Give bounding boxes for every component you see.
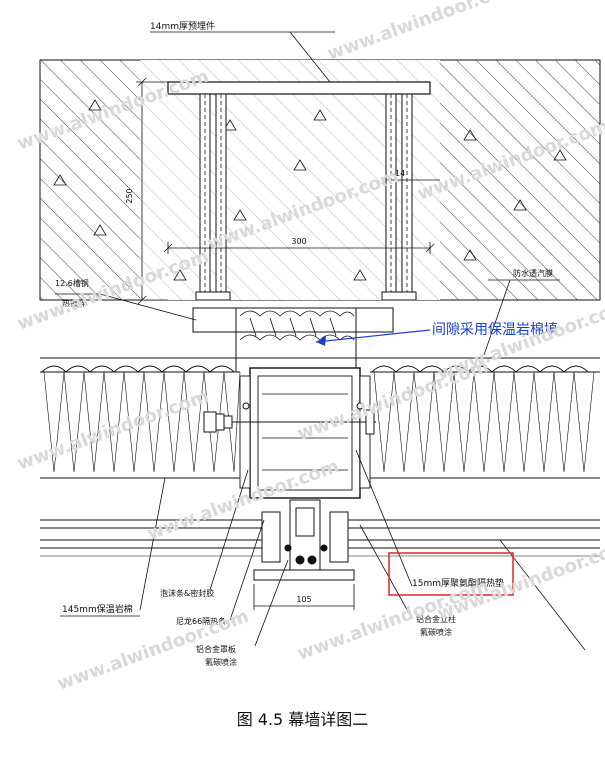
dimension-250 xyxy=(136,77,168,305)
figure-caption: 图 4.5 幕墙详图二 xyxy=(236,710,369,729)
through-bolt xyxy=(203,402,376,435)
channel-steel-bracket xyxy=(192,307,394,372)
dim-300-text: 300 xyxy=(291,237,306,246)
label-channel-2: 热镀锌 xyxy=(62,298,86,308)
label-nylon-strip: 尼龙66隔热条 xyxy=(176,616,226,626)
aluminium-mullion xyxy=(239,367,371,499)
curtain-wall-detail-drawing: 250 300 14 xyxy=(15,0,605,695)
dimension-300 xyxy=(163,242,435,254)
watermark-2: www.alwindoor.com xyxy=(325,0,522,65)
label-channel-1: 12.6槽钢 xyxy=(55,278,89,288)
facade-panel-layers xyxy=(40,519,600,557)
dim-105-text: 105 xyxy=(296,595,311,604)
leader-lines xyxy=(55,31,586,651)
gap-fill-leader xyxy=(315,329,431,346)
label-cover-2: 氟碳喷涂 xyxy=(205,657,237,667)
label-rock-wool: 145mm保温岩棉 xyxy=(62,603,133,615)
label-waterproof: 防水透汽膜 xyxy=(513,268,553,278)
label-embed-plate: 14mm厚预埋件 xyxy=(150,20,215,32)
label-cover-1: 铝合金罩板 xyxy=(196,644,236,654)
thermal-pad-highlight-box xyxy=(388,552,514,596)
label-gap-fill: 间隙采用保温岩棉填 xyxy=(432,321,558,338)
watermark-11: www.alwindoor.com xyxy=(295,576,492,665)
label-mullion-1: 铝合金立柱 xyxy=(416,614,456,624)
insulation-band xyxy=(40,357,600,479)
cover-cap-assembly xyxy=(253,499,355,581)
label-mullion-2: 氟碳喷涂 xyxy=(420,627,452,637)
label-foam-seal: 泡沫条&密封胶 xyxy=(160,588,214,598)
dim-250-text: 250 xyxy=(125,188,134,203)
dim-14-text: 14 xyxy=(395,169,405,178)
watermark-8: www.alwindoor.com xyxy=(435,296,605,385)
label-thermal-pad: 15mm厚聚氨酯隔热垫 xyxy=(412,577,504,589)
embedded-plate xyxy=(167,81,431,301)
